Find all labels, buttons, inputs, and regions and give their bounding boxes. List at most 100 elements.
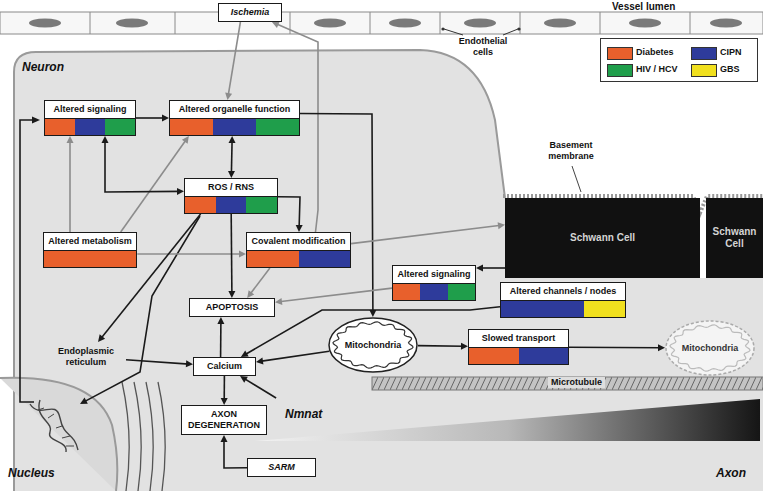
category-segment [584, 301, 625, 317]
arrowhead [221, 435, 228, 442]
box-label: Altered metabolism [44, 233, 137, 250]
connector [225, 22, 240, 100]
arrowhead [225, 93, 232, 100]
connector [126, 360, 193, 368]
part-label: Microtubule [548, 377, 605, 388]
arrowhead [228, 291, 235, 298]
cristae [670, 325, 750, 371]
category-segment [75, 119, 105, 135]
connector [300, 114, 376, 318]
arrowhead [272, 22, 280, 28]
process-box: Altered organelle function [169, 100, 300, 136]
box-label: Altered signaling [393, 266, 475, 283]
connector [228, 136, 236, 178]
connector-line [480, 267, 505, 269]
connector-line [105, 140, 180, 192]
connector-line [300, 114, 373, 314]
category-segment [448, 284, 475, 300]
process-box: Altered signaling [392, 265, 476, 301]
arrowhead [217, 317, 224, 324]
connector-line [228, 22, 240, 96]
box-label: Mitochondria [345, 340, 402, 351]
microtubule [372, 377, 763, 390]
connector-line [569, 346, 661, 348]
connector [351, 222, 505, 243]
box-label: SARM [248, 459, 315, 476]
box-label: Altered signaling [45, 101, 135, 118]
box-label: Schwann Cell [706, 226, 763, 250]
arrowhead [98, 334, 105, 342]
wedge-fill [255, 399, 760, 441]
process-box: Slowed transport [468, 329, 569, 365]
connector-line [279, 288, 392, 302]
legend-swatch [691, 64, 717, 77]
part-label: Nucleus [8, 466, 55, 480]
box-label: Calcium [194, 358, 255, 375]
process-box: Covalent modification [246, 232, 351, 268]
connector-line [126, 360, 189, 364]
process-box: Altered channels / nodes [500, 282, 626, 318]
category-segment [299, 251, 351, 267]
arrowhead [247, 290, 254, 298]
connector-line [230, 214, 232, 294]
mitochondrion: Mitochondria [328, 317, 418, 373]
process-box: APOPTOSIS [189, 298, 275, 317]
category-segment [45, 119, 75, 135]
connector-line [250, 268, 270, 295]
outer-membrane [666, 321, 754, 375]
part-label: Vessel lumen [612, 1, 675, 13]
connector [221, 376, 228, 405]
outer-membrane [329, 318, 417, 372]
box-label: Altered channels / nodes [501, 283, 625, 300]
cell-boundaries [90, 12, 690, 34]
category-segment [393, 284, 420, 300]
connector-line [278, 197, 300, 228]
connector [102, 136, 185, 195]
category-segment [542, 301, 583, 317]
nucleus-envelope [0, 378, 117, 491]
arrowhead [256, 357, 263, 364]
connector [217, 317, 224, 357]
arrowhead [498, 222, 505, 229]
connector-line [244, 378, 277, 398]
box-label: Altered organelle function [170, 101, 299, 118]
connector [240, 376, 276, 398]
category-segment [256, 119, 299, 135]
legend-swatch [607, 64, 633, 77]
arrowhead [240, 376, 248, 383]
arrowhead [32, 117, 40, 124]
box-label: Endoplasmic reticulum [46, 342, 126, 372]
connector-line [260, 351, 329, 361]
connector-line [351, 225, 501, 243]
box-label: Schwann Cell [567, 232, 638, 244]
process-box: Altered signaling [44, 100, 136, 136]
category-segment [246, 197, 277, 213]
arrowhead [275, 298, 282, 305]
process-box: Ischemia [218, 3, 282, 22]
category-bar [45, 118, 135, 135]
dna-helix [30, 400, 78, 452]
connector [67, 136, 74, 232]
arrowhead [461, 343, 468, 350]
box-label: Covalent modification [247, 233, 350, 250]
leader-line [572, 166, 581, 192]
box-label: Nmnat [255, 398, 322, 421]
arrowhead [221, 398, 228, 405]
connector-line [136, 117, 165, 119]
legend-label: HIV / HCV [636, 63, 678, 76]
vessel-wall [0, 12, 763, 34]
connector [275, 288, 392, 305]
category-bar [170, 118, 299, 135]
dna-rungs [38, 408, 74, 446]
connector [569, 344, 665, 351]
part-label: Neuron [22, 60, 64, 74]
connector [137, 251, 246, 258]
box-label: Ischemia [219, 4, 281, 21]
connector [256, 351, 329, 364]
legend-label: CIPN [720, 46, 742, 59]
category-bar [393, 283, 475, 300]
arrowhead [658, 344, 665, 351]
arrowhead [67, 136, 74, 143]
connector-line [224, 439, 247, 468]
